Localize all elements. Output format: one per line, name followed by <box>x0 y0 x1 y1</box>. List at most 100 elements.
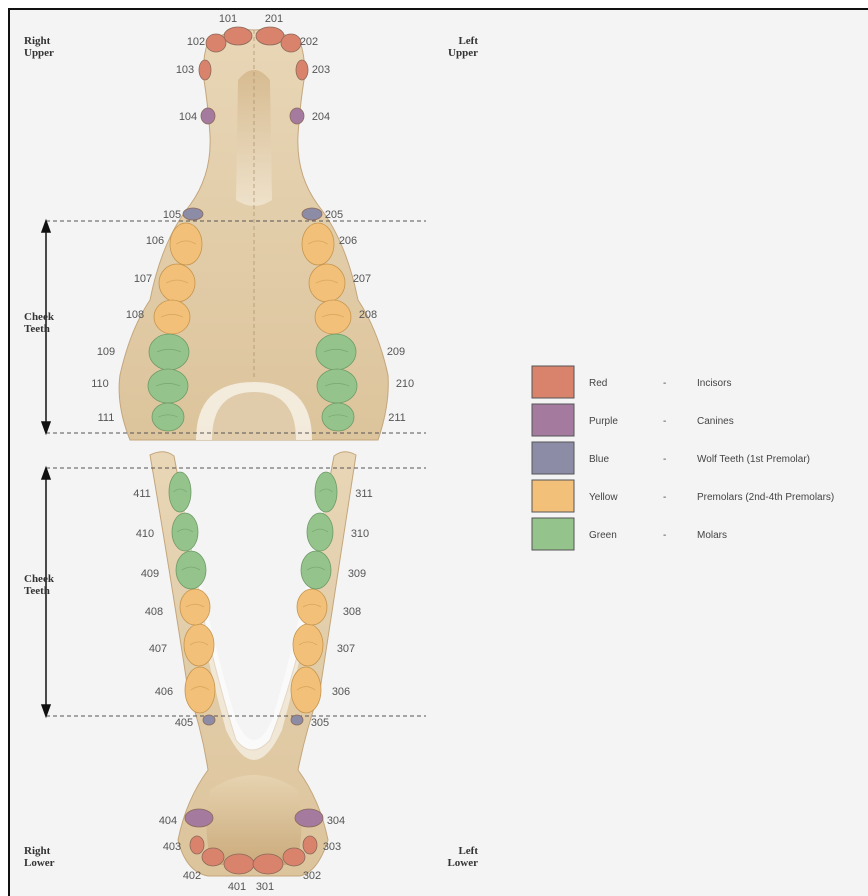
tooth-211-molar <box>322 403 354 431</box>
tooth-206-premolar <box>302 223 334 265</box>
legend-dash: - <box>663 530 666 541</box>
tooth-203-incisor <box>296 60 308 80</box>
tooth-number-104: 104 <box>179 111 197 123</box>
tooth-110-molar <box>148 369 188 403</box>
tooth-number-107: 107 <box>134 273 152 285</box>
tooth-108-premolar <box>154 300 190 334</box>
tooth-number-411: 411 <box>133 488 151 500</box>
tooth-number-311: 311 <box>355 488 373 500</box>
tooth-204-canine <box>290 108 304 124</box>
tooth-number-409: 409 <box>141 568 159 580</box>
tooth-number-203: 203 <box>312 64 330 76</box>
tooth-number-101: 101 <box>219 13 237 25</box>
tooth-111-molar <box>152 403 184 431</box>
lower-cheek-teeth-label: CheekTeeth <box>24 573 55 597</box>
tooth-311-molar <box>315 472 337 512</box>
tooth-104-canine <box>201 108 215 124</box>
legend-description: Incisors <box>697 378 731 389</box>
tooth-406-premolar <box>185 667 215 713</box>
tooth-number-402: 402 <box>183 870 201 882</box>
upper-arrow-head-bottom <box>42 422 50 433</box>
tooth-number-305: 305 <box>311 717 329 729</box>
tooth-number-302: 302 <box>303 870 321 882</box>
tooth-number-202: 202 <box>300 36 318 48</box>
tooth-403-incisor <box>190 836 204 854</box>
tooth-number-301: 301 <box>256 881 274 893</box>
tooth-number-106: 106 <box>146 235 164 247</box>
tooth-402-incisor <box>202 848 224 866</box>
upper-arrow-head-top <box>42 221 50 232</box>
tooth-411-molar <box>169 472 191 512</box>
tooth-number-408: 408 <box>145 606 163 618</box>
tooth-number-308: 308 <box>343 606 361 618</box>
legend-description: Wolf Teeth (1st Premolar) <box>697 454 810 465</box>
tooth-401-incisor <box>224 854 254 874</box>
legend-dash: - <box>663 454 666 465</box>
legend-swatch-green <box>532 518 574 550</box>
tooth-102-incisor <box>206 34 226 52</box>
tooth-number-410: 410 <box>136 528 154 540</box>
legend-description: Premolars (2nd-4th Premolars) <box>697 492 834 503</box>
tooth-number-309: 309 <box>348 568 366 580</box>
tooth-number-304: 304 <box>327 815 345 827</box>
tooth-number-403: 403 <box>163 841 181 853</box>
legend-description: Molars <box>697 530 727 541</box>
tooth-number-303: 303 <box>323 841 341 853</box>
legend-color-name: Blue <box>589 454 609 465</box>
legend-dash: - <box>663 416 666 427</box>
tooth-number-404: 404 <box>159 815 177 827</box>
tooth-number-210: 210 <box>396 378 414 390</box>
tooth-201-incisor <box>256 27 284 45</box>
tooth-106-premolar <box>170 223 202 265</box>
tooth-number-407: 407 <box>149 643 167 655</box>
tooth-number-208: 208 <box>359 309 377 321</box>
tooth-number-401: 401 <box>228 881 246 893</box>
legend-dash: - <box>663 492 666 503</box>
tooth-number-109: 109 <box>97 346 115 358</box>
tooth-408-premolar <box>180 589 210 625</box>
tooth-107-premolar <box>159 264 195 302</box>
tooth-301-incisor <box>253 854 283 874</box>
legend-color-name: Yellow <box>589 492 618 503</box>
lower-arrow-head-top <box>42 468 50 479</box>
tooth-number-108: 108 <box>126 309 144 321</box>
tooth-number-111: 111 <box>98 412 115 424</box>
legend-color-name: Green <box>589 530 617 541</box>
tooth-202-incisor <box>281 34 301 52</box>
tooth-310-molar <box>307 513 333 551</box>
tooth-number-205: 205 <box>325 209 343 221</box>
tooth-309-molar <box>301 551 331 589</box>
tooth-number-211: 211 <box>388 412 406 424</box>
tooth-number-307: 307 <box>337 643 355 655</box>
legend-swatch-blue <box>532 442 574 474</box>
tooth-number-406: 406 <box>155 686 173 698</box>
tooth-number-209: 209 <box>387 346 405 358</box>
tooth-302-incisor <box>283 848 305 866</box>
tooth-number-310: 310 <box>351 528 369 540</box>
tooth-410-molar <box>172 513 198 551</box>
tooth-number-206: 206 <box>339 235 357 247</box>
tooth-103-incisor <box>199 60 211 80</box>
tooth-305-wolf <box>291 715 303 725</box>
tooth-307-premolar <box>293 624 323 666</box>
legend-swatch-red <box>532 366 574 398</box>
tooth-101-incisor <box>224 27 252 45</box>
tooth-109-molar <box>149 334 189 370</box>
tooth-405-wolf <box>203 715 215 725</box>
tooth-209-molar <box>316 334 356 370</box>
tooth-208-premolar <box>315 300 351 334</box>
tooth-303-incisor <box>303 836 317 854</box>
tooth-105-wolf <box>183 208 203 220</box>
tooth-number-207: 207 <box>353 273 371 285</box>
tooth-308-premolar <box>297 589 327 625</box>
legend-color-name: Purple <box>589 416 618 427</box>
tooth-407-premolar <box>184 624 214 666</box>
legend-swatch-purple <box>532 404 574 436</box>
tooth-number-103: 103 <box>176 64 194 76</box>
tooth-number-204: 204 <box>312 111 330 123</box>
